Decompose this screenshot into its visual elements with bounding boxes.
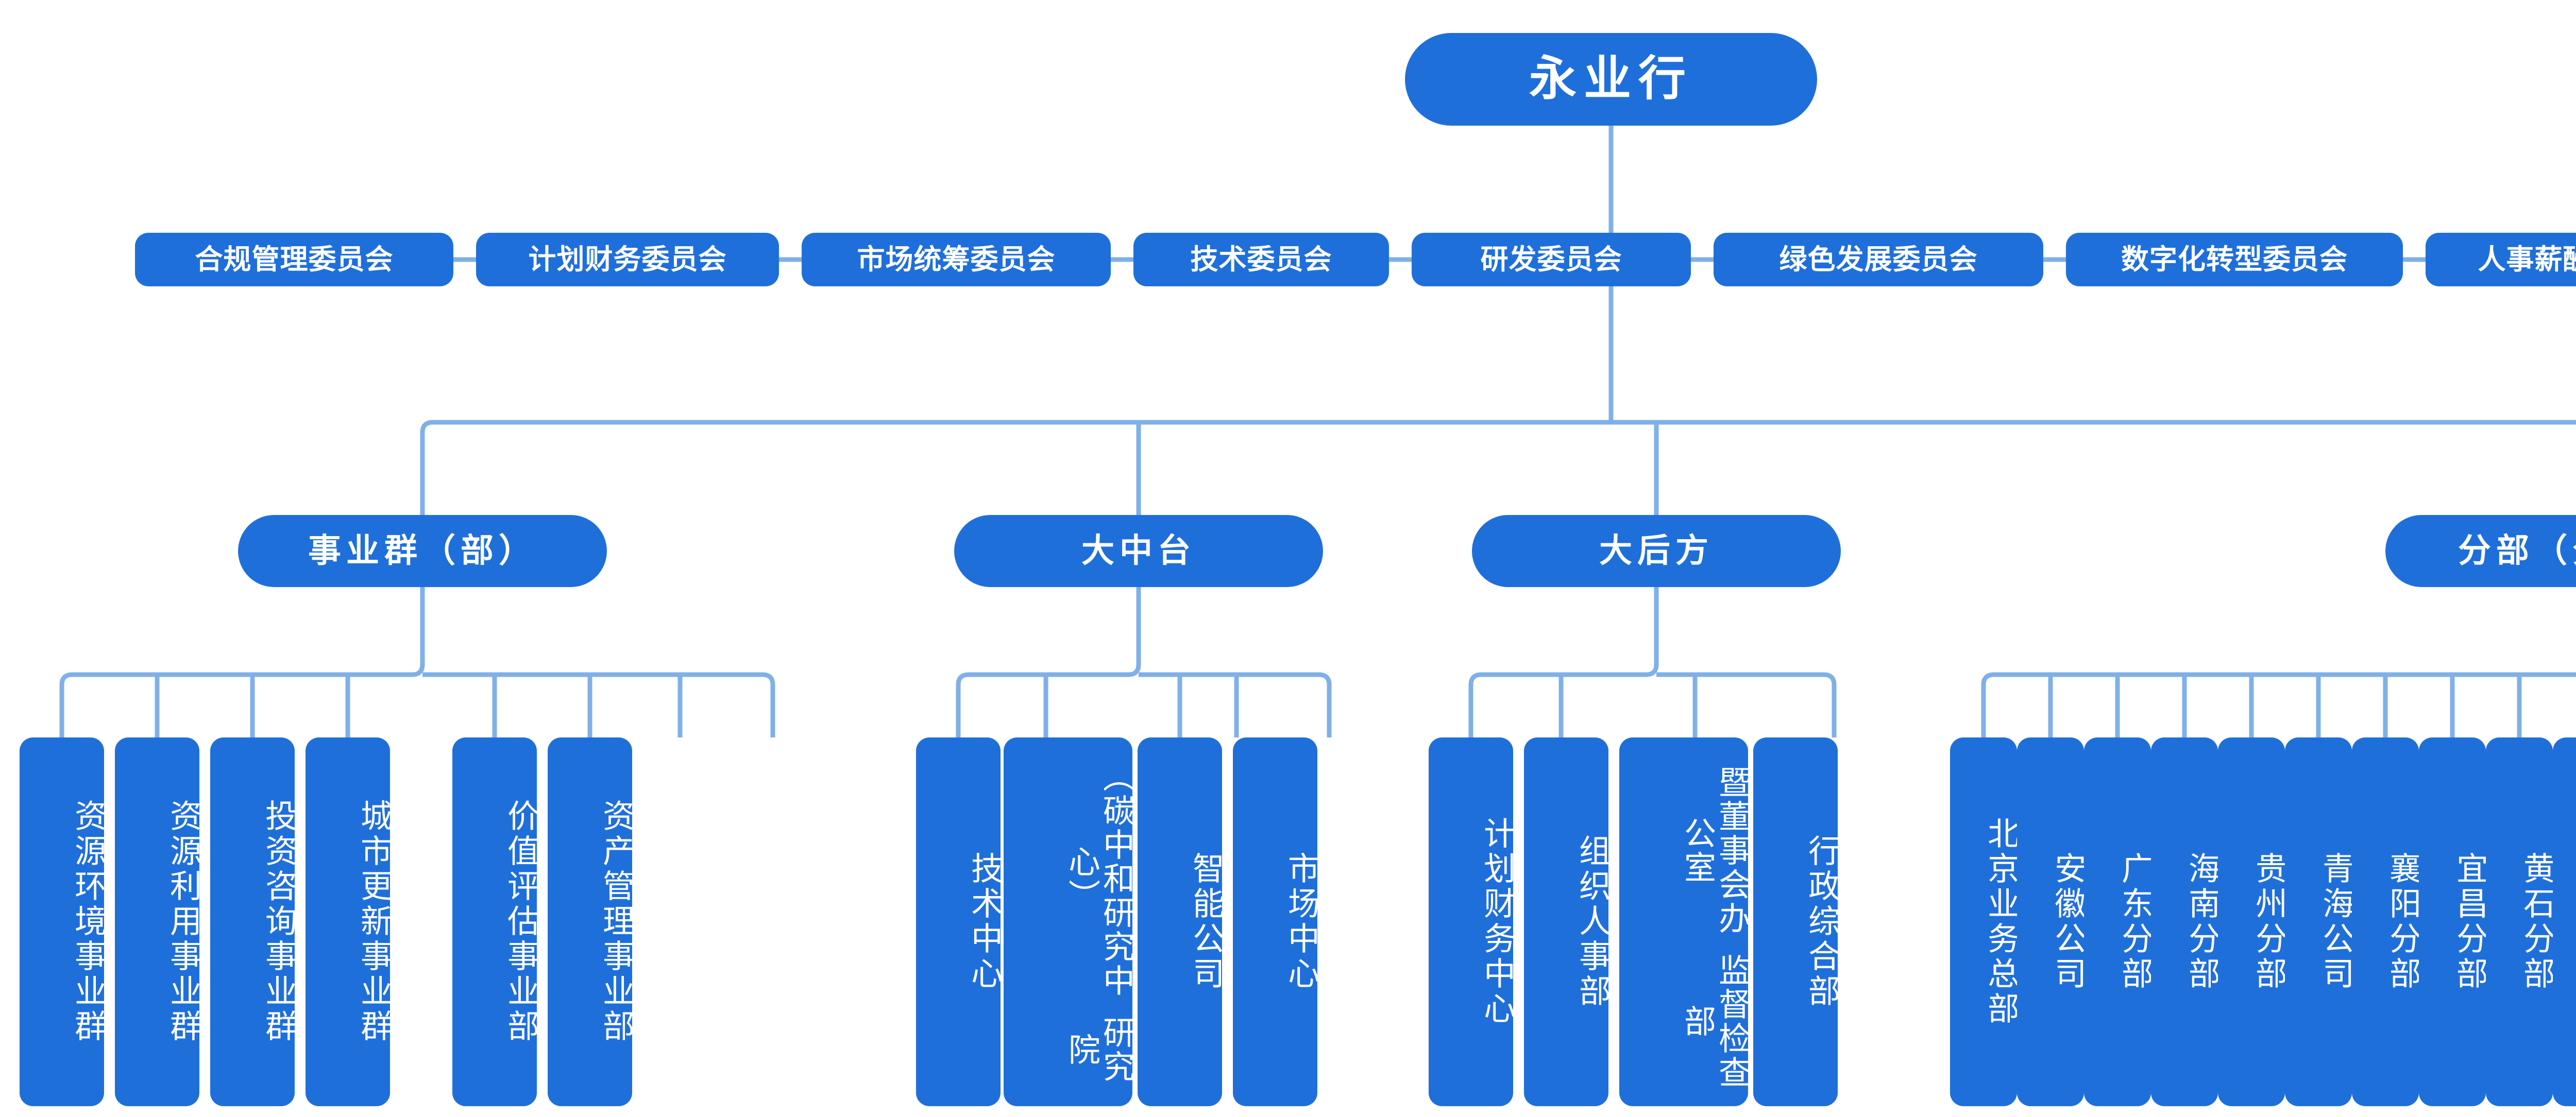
committee-node-2[interactable]: 计划财务委员会 <box>476 233 779 286</box>
division-node-shiyequn[interactable]: 事业群（部） <box>238 515 607 587</box>
leaf-node-yanjiuyuan[interactable]: （碳中和研究中心） 研究院 <box>1004 737 1133 1106</box>
committee-node-6[interactable]: 绿色发展委员会 <box>1714 233 2043 286</box>
committee-node-3[interactable]: 市场统筹委员会 <box>802 233 1111 286</box>
leaf-node-xiangyang[interactable]: 襄阳分部 <box>2352 737 2420 1106</box>
leaf-node-xingzheng-zonghe[interactable]: 行政综合部 <box>1753 737 1839 1106</box>
leaf-node-qinghai[interactable]: 青海公司 <box>2285 737 2353 1106</box>
division-node-dazhongtai[interactable]: 大中台 <box>954 515 1323 587</box>
committee-node-8[interactable]: 人事薪酬委员会 <box>2426 233 2576 286</box>
leaf-node-jiazhi-pinggu[interactable]: 价值评估事业部 <box>452 737 538 1106</box>
leaf-node-shiyan[interactable]: 十堰分部 <box>2553 737 2576 1106</box>
leaf-label-line-2: （碳中和研究中心） <box>1063 760 1133 998</box>
leaf-node-huangshi[interactable]: 黄石分部 <box>2486 737 2554 1106</box>
division-node-fenbu[interactable]: 分部（分公司） <box>2385 515 2576 587</box>
committee-node-7[interactable]: 数字化转型委员会 <box>2066 233 2403 286</box>
leaf-label-line-2: 暨董事会办公室 <box>1679 765 1749 936</box>
leaf-node-guangdong[interactable]: 广东分部 <box>2084 737 2152 1106</box>
leaf-node-jishu-zhongxin[interactable]: 技术中心 <box>916 737 1002 1106</box>
leaf-label-line-1: 监督检查部 <box>1679 953 1749 1090</box>
leaf-node-hainan[interactable]: 海南分部 <box>2151 737 2219 1106</box>
leaf-node-zichan-guanli[interactable]: 资产管理事业部 <box>548 737 633 1106</box>
leaf-node-ziyuan-huanjing[interactable]: 资源环境事业群 <box>20 737 105 1106</box>
leaf-node-beijing[interactable]: 北京业务总部 <box>1950 737 2018 1106</box>
leaf-node-shichang-zhongxin[interactable]: 市场中心 <box>1233 737 1318 1106</box>
committee-node-4[interactable]: 技术委员会 <box>1133 233 1389 286</box>
committee-node-5[interactable]: 研发委员会 <box>1412 233 1691 286</box>
committee-node-1[interactable]: 合规管理委员会 <box>135 233 453 286</box>
leaf-node-yichang[interactable]: 宜昌分部 <box>2419 737 2487 1106</box>
leaf-node-jiandu-jiancha[interactable]: 暨董事会办公室 监督检查部 <box>1619 737 1749 1106</box>
leaf-node-anhui[interactable]: 安徽公司 <box>2017 737 2085 1106</box>
division-node-dahoufang[interactable]: 大后方 <box>1472 515 1841 587</box>
leaf-node-zhineng-gongsi[interactable]: 智能公司 <box>1138 737 1223 1106</box>
leaf-label-line-1: 研究院 <box>1063 1016 1133 1084</box>
leaf-node-chengshi-gengxin[interactable]: 城市更新事业群 <box>306 737 391 1106</box>
leaf-node-zuzhi-renshi[interactable]: 组织人事部 <box>1524 737 1609 1106</box>
root-node-yongyehang[interactable]: 永业行 <box>1405 33 1817 126</box>
leaf-node-touzi-zixun[interactable]: 投资咨询事业群 <box>210 737 296 1106</box>
leaf-node-jihua-caiwu[interactable]: 计划财务中心 <box>1429 737 1514 1106</box>
leaf-node-guizhou[interactable]: 贵州分部 <box>2218 737 2286 1106</box>
leaf-node-ziyuan-liyong[interactable]: 资源利用事业群 <box>115 737 200 1106</box>
